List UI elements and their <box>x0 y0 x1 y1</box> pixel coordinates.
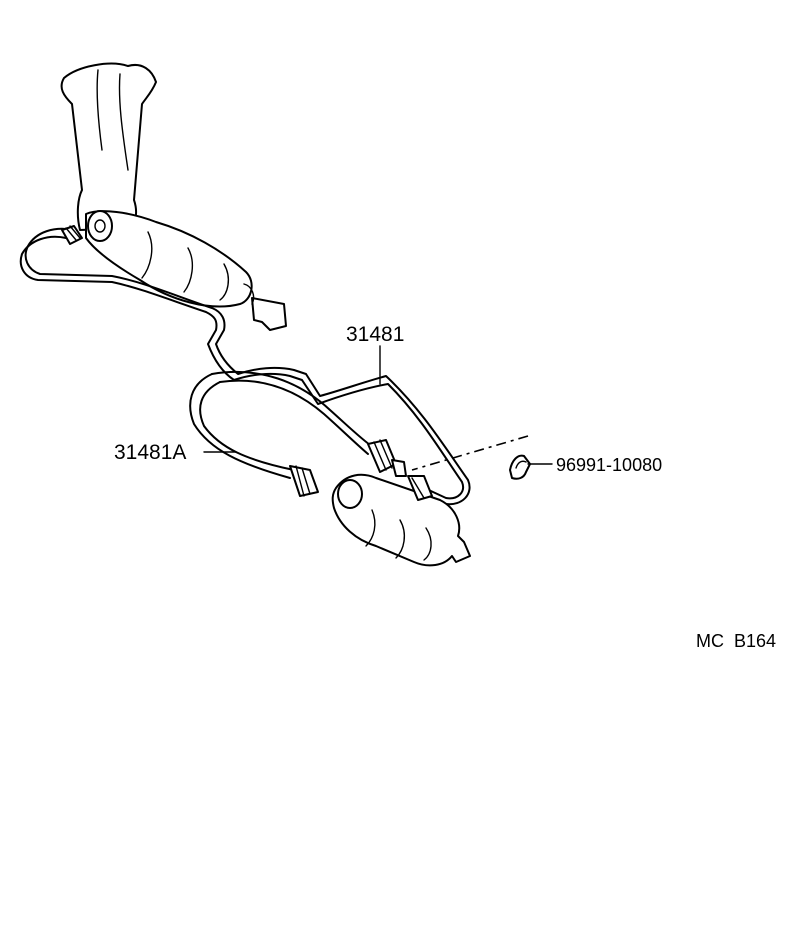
part-label-hose: 31481A <box>114 441 187 464</box>
drawing-code-prefix: MC <box>696 631 724 651</box>
clutch-master-cylinder <box>60 62 287 331</box>
part-label-clip: 96991-10080 <box>556 455 663 475</box>
part-label-pipe: 31481 <box>346 323 405 346</box>
clutch-hose-31481A <box>189 370 407 497</box>
leader-lines <box>203 345 553 465</box>
clip-alignment-line <box>411 435 529 471</box>
drawing-code-number: B164 <box>734 631 777 651</box>
drawing-code: MC B164 <box>696 632 776 650</box>
clip-96991-10080 <box>509 454 531 480</box>
clutch-slave-cylinder <box>331 473 471 567</box>
